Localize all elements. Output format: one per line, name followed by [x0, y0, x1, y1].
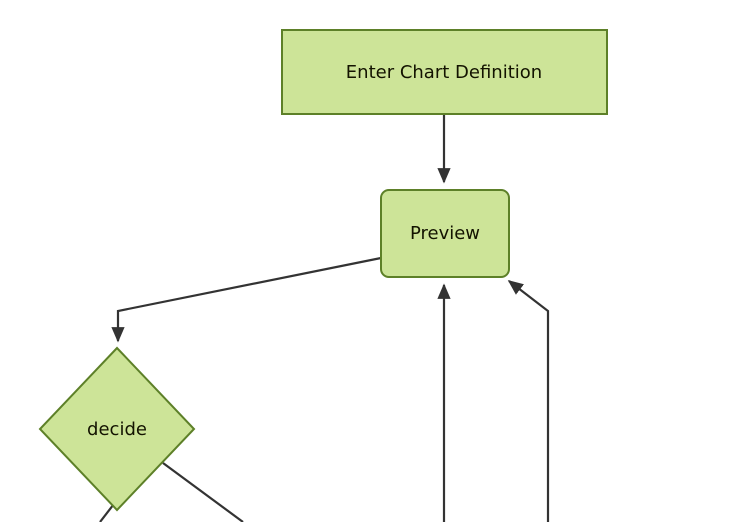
node-preview-shape[interactable]	[380, 189, 510, 278]
node-preview-label: Preview	[410, 223, 480, 244]
edge-layer	[99, 114, 550, 522]
node-decide-label: decide	[87, 419, 147, 440]
edge-bottom-right-to-preview	[507, 280, 550, 522]
edge-decide-bottom-right	[162, 462, 244, 522]
node-decide-shape[interactable]	[38, 346, 196, 512]
node-enter-chart-definition-shape[interactable]	[281, 29, 608, 115]
node-enter-chart-definition[interactable]: Enter Chart Definition	[281, 29, 608, 115]
node-preview[interactable]: Preview	[380, 189, 510, 278]
edge-preview-to-decide	[111, 256, 382, 343]
node-enter-chart-definition-label: Enter Chart Definition	[346, 62, 542, 83]
node-layer: Enter Chart Definition Preview decide	[38, 29, 608, 512]
node-decide[interactable]: decide	[38, 346, 196, 512]
